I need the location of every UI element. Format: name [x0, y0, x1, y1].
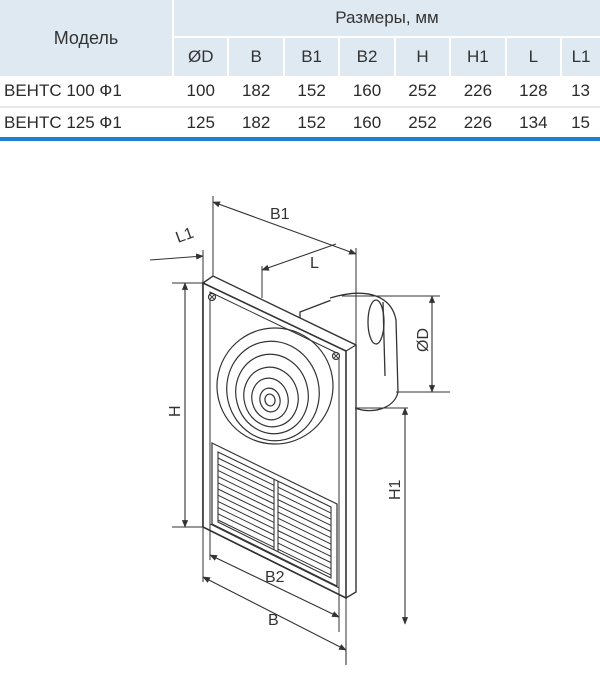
louver-slat: [277, 486, 332, 514]
dimensions-table: Модель Размеры, мм ØD B B1 B2 H H1 L L1 …: [0, 0, 600, 138]
label-b1: B1: [270, 206, 290, 223]
row-model: ВЕНТС 100 Ф1: [4, 81, 122, 100]
column-header-b1: B1: [283, 37, 341, 76]
louver-slats: [217, 457, 332, 576]
louver-slat: [277, 505, 332, 533]
louver-slat: [277, 499, 332, 526]
label-d: ØD: [415, 328, 432, 352]
cell-b2: 160: [352, 113, 382, 132]
label-l: L: [310, 255, 319, 272]
table-row: ВЕНТС 100 Ф1 100 182 152 160 252 226 128…: [0, 76, 600, 106]
table-bottom-rule: [0, 137, 600, 141]
model-column-header: Модель: [0, 0, 174, 76]
column-header-od: ØD: [173, 37, 230, 76]
dimensions-group-header: Размеры, мм: [173, 0, 600, 38]
cell-h1: 226: [463, 81, 493, 100]
louver-slat: [217, 500, 275, 530]
cell-b1: 152: [297, 81, 326, 100]
label-h: H: [167, 405, 184, 417]
cell-h: 252: [408, 113, 437, 132]
column-header-l1: L1: [561, 37, 600, 76]
dimension-lines: [149, 201, 436, 665]
table-row: ВЕНТС 125 Ф1 125 182 152 160 252 226 134…: [0, 108, 600, 138]
cell-b2: 160: [352, 81, 382, 100]
louver-slat: [217, 507, 275, 536]
label-b: B: [268, 612, 279, 629]
louver-slat: [277, 523, 332, 551]
louver-slat: [217, 457, 275, 486]
louver-slat: [217, 519, 275, 548]
cell-l: 134: [519, 113, 548, 132]
column-header-h: H: [394, 37, 452, 76]
column-header-l: L: [505, 37, 563, 76]
louver-slat: [217, 469, 275, 499]
cell-od: 125: [186, 113, 215, 132]
louver-slat: [217, 494, 275, 523]
louver-slat: [217, 513, 275, 542]
cell-od: 100: [186, 81, 215, 100]
louver-slat: [277, 492, 332, 520]
louver-slat: [277, 517, 332, 545]
column-header-b2: B2: [339, 37, 396, 76]
cell-l1: 15: [571, 113, 590, 132]
label-h1: H1: [387, 479, 404, 500]
label-b2: B2: [265, 569, 285, 586]
cell-h1: 226: [463, 113, 493, 132]
cell-l1: 13: [571, 81, 590, 100]
cell-l: 128: [519, 81, 548, 100]
louver-slat: [277, 511, 332, 539]
column-header-h1: H1: [450, 37, 507, 76]
louver-slat: [217, 463, 275, 492]
louver-slat: [277, 530, 332, 557]
cell-b: 182: [241, 81, 271, 100]
fan-grille: [216, 327, 334, 445]
label-l1: L1: [174, 225, 197, 247]
column-header-b: B: [228, 37, 285, 76]
louver-slat: [217, 482, 275, 511]
louver-slat: [217, 488, 275, 517]
row-model: ВЕНТС 125 Ф1: [4, 113, 122, 132]
cell-h: 252: [408, 81, 437, 100]
cell-b1: 152: [297, 113, 326, 132]
fan-dimension-drawing: B1 L1 L H ØD H1 B2 B: [149, 196, 450, 665]
cell-b: 182: [241, 113, 271, 132]
louver-slat: [217, 476, 275, 505]
